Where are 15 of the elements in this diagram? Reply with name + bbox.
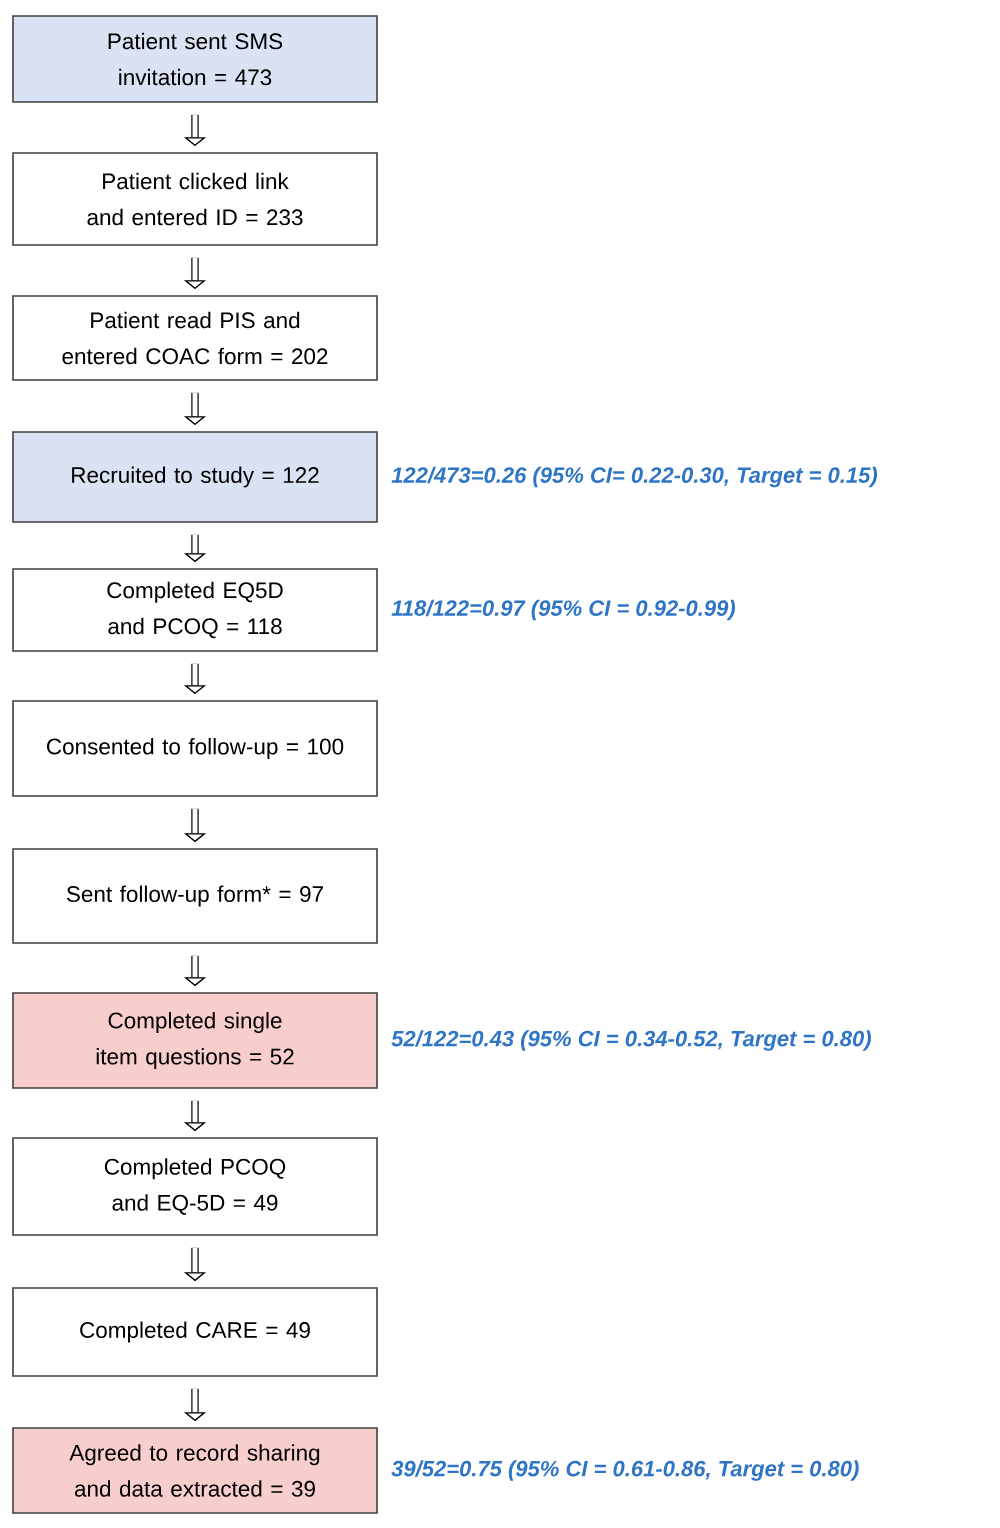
rate-annotation: 52/122=0.43 (95% CI = 0.34-0.52, Target = 0.80) xyxy=(391,1030,871,1051)
process-box: Sent follow-up form* = 97 xyxy=(12,848,378,944)
process-box: Completed PCOQ and EQ-5D = 49 xyxy=(12,1137,378,1236)
process-box: Consented to follow-up = 100 xyxy=(12,700,378,797)
process-box: Recruited to study = 122 xyxy=(12,431,378,523)
rate-annotation: 122/473=0.26 (95% CI= 0.22-0.30, Target = 0.15) xyxy=(391,466,878,488)
process-box: Patient clicked link and entered ID = 233 xyxy=(12,152,378,246)
rate-annotation: 39/52=0.75 (95% CI = 0.61-0.86, Target = 0.80) xyxy=(391,1460,859,1481)
process-box: Agreed to record sharing and data extracted = 39 xyxy=(12,1427,378,1514)
process-box: Completed single item questions = 52 xyxy=(12,992,378,1089)
process-box: Patient read PIS and entered COAC form = 202 xyxy=(12,295,378,381)
process-box: Completed CARE = 49 xyxy=(12,1287,378,1377)
process-box: Patient sent SMS invitation = 473 xyxy=(12,15,378,103)
rate-annotation: 118/122=0.97 (95% CI = 0.92-0.99) xyxy=(391,599,735,621)
process-box: Completed EQ5D and PCOQ = 118 xyxy=(12,568,378,652)
